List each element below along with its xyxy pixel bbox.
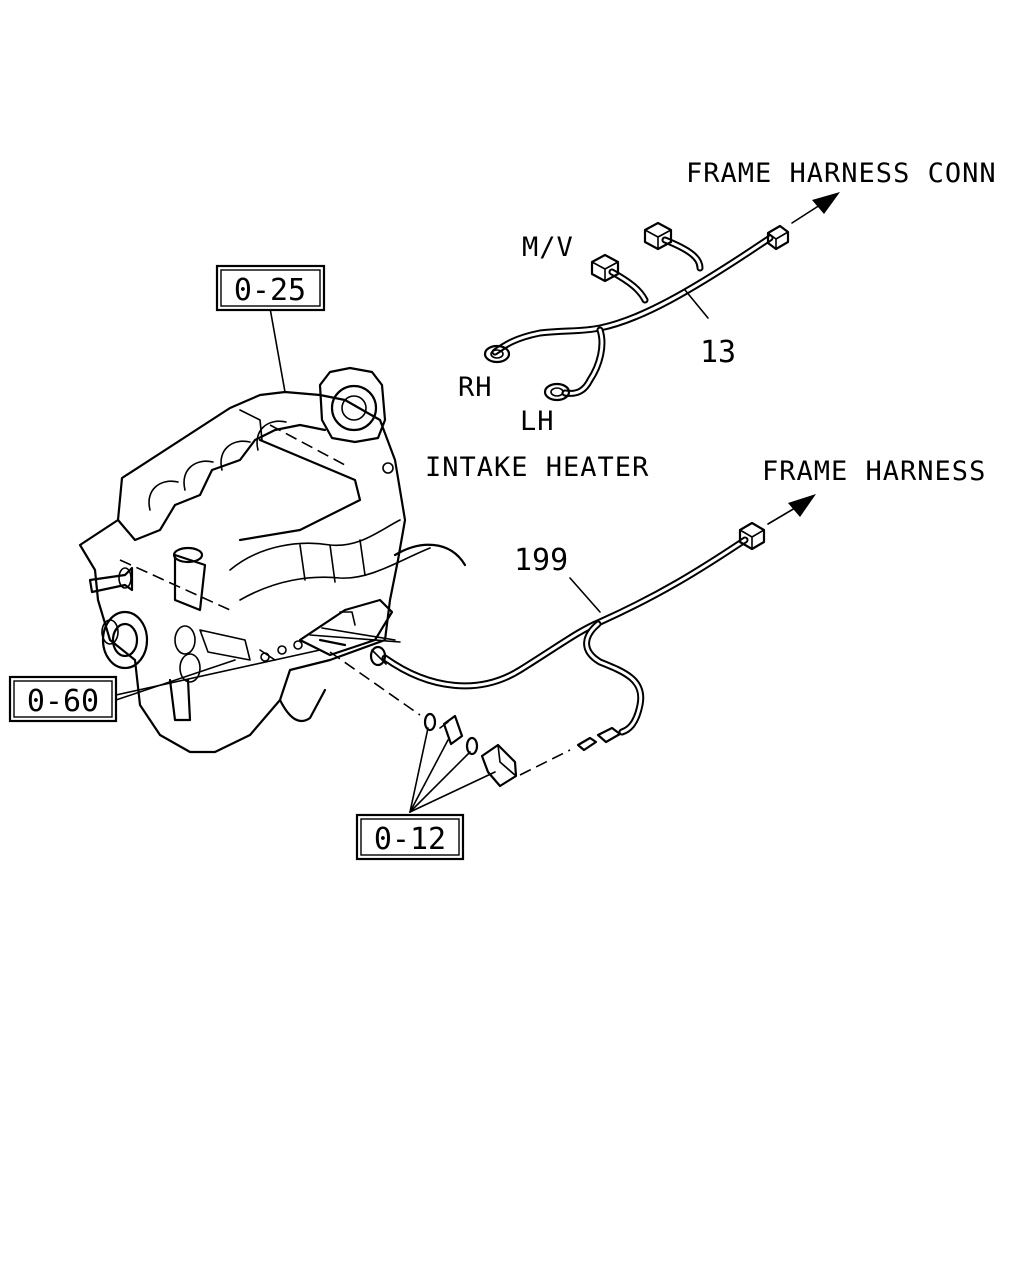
label-frame-harness-conn: FRAME HARNESS CONN (686, 158, 997, 189)
engine-drawing (78, 366, 467, 754)
ref-label-0-60: 0-60 (27, 684, 99, 719)
ref-label-0-12: 0-12 (374, 822, 446, 857)
harness-199 (369, 494, 816, 752)
label-mv: M/V (522, 232, 574, 263)
ref-box-0-25: 0-25 (215, 264, 326, 312)
sensor-parts (115, 307, 571, 813)
label-frame-harness: FRAME HARNESS (762, 456, 986, 487)
label-part-13: 13 (700, 335, 736, 370)
ref-label-0-25: 0-25 (234, 273, 306, 308)
label-lh: LH (520, 406, 555, 437)
ref-box-0-60: 0-60 (8, 675, 118, 723)
ref-box-0-12: 0-12 (355, 813, 465, 861)
label-intake-heater: INTAKE HEATER (425, 452, 649, 483)
harness-13 (483, 192, 840, 402)
label-rh: RH (458, 372, 493, 403)
label-part-199: 199 (514, 543, 568, 578)
